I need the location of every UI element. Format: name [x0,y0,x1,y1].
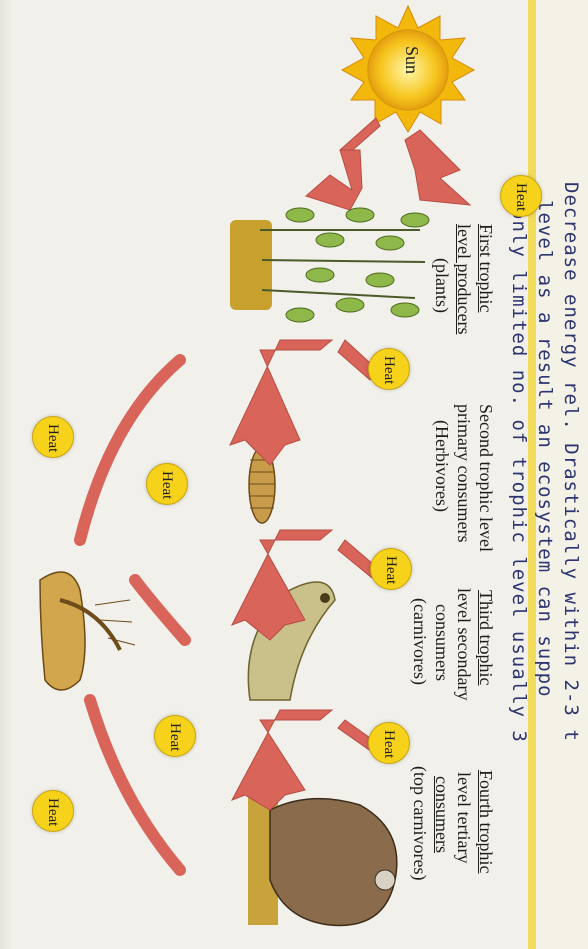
decomposer-arrows [80,360,185,870]
heat-badge-producers: Heat [500,175,542,217]
heat-badge-carnivores: Heat [370,548,412,590]
trophic-level-3-group: (carnivores) [409,598,430,685]
trophic-level-4-line3: consumers [431,776,452,853]
heat-badge-herbivores: Heat [368,348,410,390]
decomposer-illustration [40,572,135,690]
heat-badge-decomposer-1: Heat [146,463,188,505]
heat-badge-decomposer-3: Heat [32,416,74,458]
energy-flow-arrows [230,340,380,810]
heat-badge-decomposer-2: Heat [154,715,196,757]
trophic-level-2-line2: primary consumers [453,404,474,542]
trophic-level-3-line2: level secondary [453,588,474,700]
heat-badge-decomposer-4: Heat [32,790,74,832]
trophic-level-2-group: (Herbivores) [431,420,452,512]
plant-illustration [230,208,429,322]
sun-to-plant-arrow [306,118,470,210]
trophic-level-1-group: (plants) [431,258,452,313]
trophic-level-4-title: Fourth trophic [475,770,496,874]
trophic-level-3-title: Third trophic [475,590,496,685]
sun-label: Sun [401,46,422,74]
trophic-level-1-title: First trophic [475,224,496,313]
trophic-level-1-line2: level producers [453,224,474,334]
trophic-level-4-line2: level tertiary [453,772,474,863]
trophic-level-3-line3: consumers [431,604,452,681]
heat-badge-top-carnivores: Heat [368,722,410,764]
trophic-level-4-group: (top carnivores) [409,766,430,880]
trophic-level-2-title: Second trophic level [475,404,496,552]
